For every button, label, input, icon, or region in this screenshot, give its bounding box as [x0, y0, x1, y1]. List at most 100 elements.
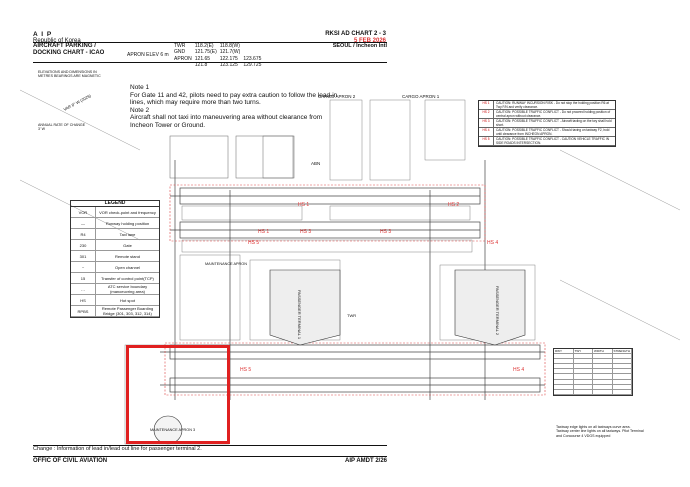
legend-item: 15 Transfer of control point(TCP) [71, 273, 159, 284]
frequency-cell: 123.675 [243, 55, 262, 62]
caution-text: CAUTION: POSSIBLE TRAFFIC CONFLICT - CAU… [496, 137, 609, 145]
legend-label: Runway holding position [105, 220, 150, 226]
legend-label: Gate [123, 242, 132, 248]
label-twr: TWR [347, 313, 357, 318]
legend-symbol: HS [71, 295, 96, 305]
hotspot-label: HS 5 [248, 240, 260, 246]
legend-symbol: RPBS [71, 306, 96, 316]
country-label: Republic of Korea [33, 38, 81, 44]
frequency-cell: 121.75(E) [194, 49, 217, 56]
caution-hotspot: HS 3 [479, 119, 494, 127]
caution-hotspot: HS 2 [479, 110, 494, 118]
label-maintenance-apron: MAINTENANCE APRON [205, 262, 247, 266]
header-right: RKSI AD CHART 2 - 3 5 FEB 2026 [266, 31, 386, 45]
label-maintenance-apron-3: MAINTENANCE APRON 3 [150, 428, 196, 432]
amdt-label: AIP AMDT 2/26 [344, 458, 387, 464]
chart-date: 5 FEB 2026 [353, 38, 386, 44]
chart-title-line-2: DOCKING CHART - ICAO [33, 50, 105, 56]
label-cargo-apron-1: CARGO APRON 1 [402, 94, 440, 99]
caution-text: CAUTION: RUNWAY INCURSION RISK - Do not … [496, 101, 609, 109]
frequency-cell: 122.175 [219, 55, 238, 62]
legend-label: Transfer of control point(TCP) [101, 275, 154, 281]
legend-symbol: 230 [71, 240, 96, 250]
legend-symbol: - - [71, 284, 96, 294]
legend-item: — Runway holding position [71, 218, 159, 229]
label-cargo-apron-2: CARGO APRON 2 [318, 94, 356, 99]
legend-item: HS Hot spot [71, 295, 159, 306]
legend-item: ~ Open channel [71, 262, 159, 273]
location: SEOUL / Incheon Intl [332, 43, 387, 49]
elevation-note: ELEVATIONS AND DIMENSIONS IN METRES BEAR… [38, 70, 101, 79]
caution-hotspot: HS 4 [479, 128, 494, 136]
note1-title: Note 1 [130, 84, 150, 91]
chart-title: AIRCRAFT PARKING / DOCKING CHART - ICAO [33, 43, 104, 57]
hotspot-label: HS 1 [258, 229, 270, 235]
caution-text: CAUTION: POSSIBLE TRAFFIC CONFLICT - Air… [496, 119, 612, 127]
frequency-cell: 121.65 [194, 55, 211, 62]
footer-divider [33, 445, 387, 446]
frequency-cell: GND [174, 49, 186, 56]
legend-item: RPBS Remote Passenger Boarding Bridge (30… [71, 306, 159, 317]
notes-block: Note 1 For Gate 11 and 42, pilots need t… [130, 84, 340, 130]
caution-hotspot: HS 5 [479, 137, 494, 145]
hotspot-label: HS 3 [300, 229, 312, 235]
legend-title: LEGEND [71, 201, 159, 207]
chart-id: RKSI AD CHART 2 - 3 [325, 31, 386, 37]
aip-label: A I P [33, 31, 53, 38]
hotspot-label: HS 2 [448, 202, 460, 208]
frequency-cell: TWR [174, 43, 186, 49]
legend-item: 230 Gate [71, 240, 159, 251]
apron-elev: APRON ELEV 6 m [127, 52, 169, 58]
note2-text: Aircraft shall not taxi into maneuvering… [130, 114, 323, 129]
frequency-cell: 121.8 [194, 62, 208, 69]
hotspot-label: HS 4 [487, 240, 499, 246]
legend-label: Hot spot [120, 297, 135, 303]
office-label: OFFIC OF CIVIL AVIATION [33, 458, 108, 464]
hotspot-label: HS 3 [380, 229, 392, 235]
legend-label: ATC service boundary (manoeuvring area) [107, 284, 148, 294]
caution-text: CAUTION: POSSIBLE TRAFFIC CONFLICT - Do … [496, 110, 611, 118]
note1-text: For Gate 11 and 42, pilots need to pay e… [130, 91, 338, 107]
label-terminal-2: PASSENGER TERMINAL 2 [495, 286, 500, 336]
frequency-cell: 118.8(W) [219, 43, 240, 49]
legend-symbol: — [71, 218, 96, 228]
label-abn: ABN [311, 161, 321, 166]
footer-divider-2 [33, 456, 387, 457]
caution-text: CAUTION: POSSIBLE TRAFFIC CONFLICT - Sho… [496, 128, 610, 136]
header-divider [33, 42, 387, 43]
legend-label: Open channel [115, 264, 140, 270]
change-note: Change : Information of lead in/lead out… [33, 446, 202, 452]
frequency-cell: 129.725 [243, 62, 262, 69]
legend-symbol: R4 [71, 229, 96, 239]
frequency-cell: 118.2(E) [194, 43, 214, 49]
legend-label: Remote Passenger Boarding Bridge (301, 3… [101, 306, 154, 316]
taxiway-lights-note: Taxiway edge lights on all taxiways curv… [556, 425, 644, 438]
highlight-box [126, 345, 230, 444]
frequency-row: TWR 118.2(E) 118.8(W) [174, 43, 264, 49]
legend-item: - - ATC service boundary (manoeuvring are… [71, 284, 159, 295]
hotspot-label: HS 4 [513, 367, 525, 373]
legend-symbol: ~ [71, 262, 96, 272]
legend-symbol: 15 [71, 273, 96, 283]
label-terminal-1: PASSENGER TERMINAL 1 [297, 290, 302, 340]
header-left: A I P Republic of Korea [33, 31, 81, 45]
chart-title-line-1: AIRCRAFT PARKING / [33, 43, 96, 49]
legend-symbol: VOR [71, 207, 96, 217]
